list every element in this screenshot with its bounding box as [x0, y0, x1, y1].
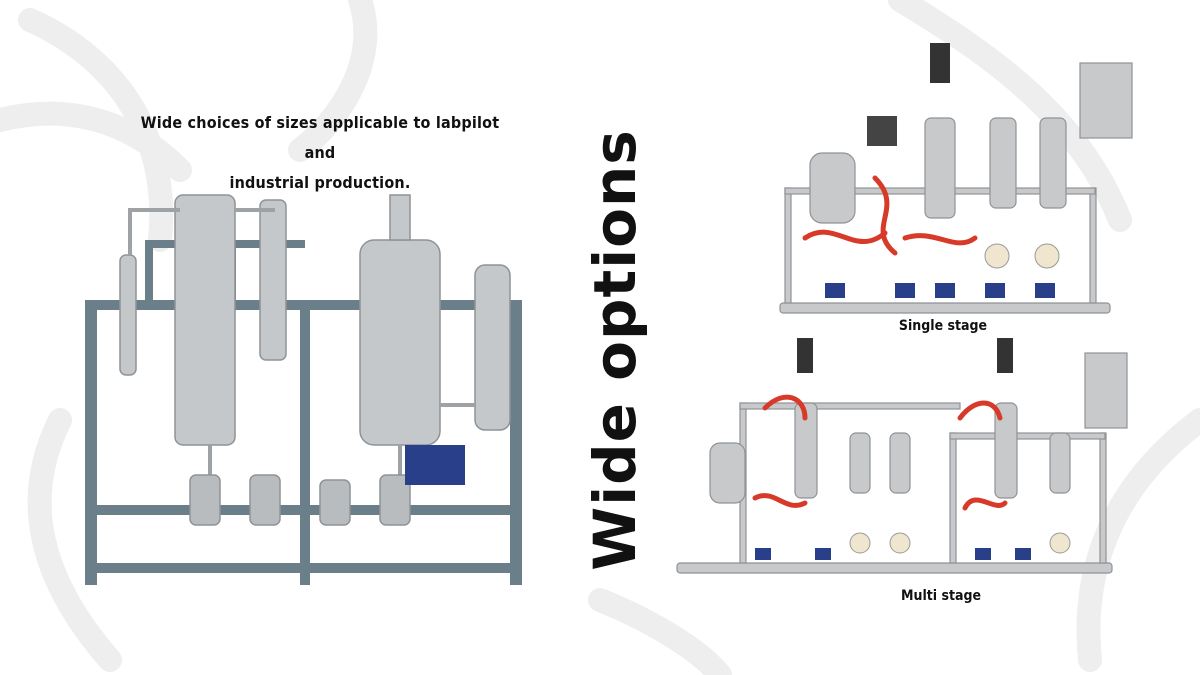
- multi-stage-still-image: [676, 338, 1128, 574]
- caption-multi-stage: Multi stage: [900, 588, 982, 604]
- headline-line-2: industrial production.: [229, 173, 411, 192]
- headline-line-1: Wide choices of sizes applicable to labp…: [140, 113, 500, 162]
- single-stage-still-image: [779, 43, 1133, 314]
- vertical-title-text: Wide options: [581, 129, 649, 571]
- industrial-still-image: [85, 194, 522, 585]
- caption-single-stage: Single stage: [898, 318, 988, 334]
- headline: Wide choices of sizes applicable to labp…: [135, 108, 505, 198]
